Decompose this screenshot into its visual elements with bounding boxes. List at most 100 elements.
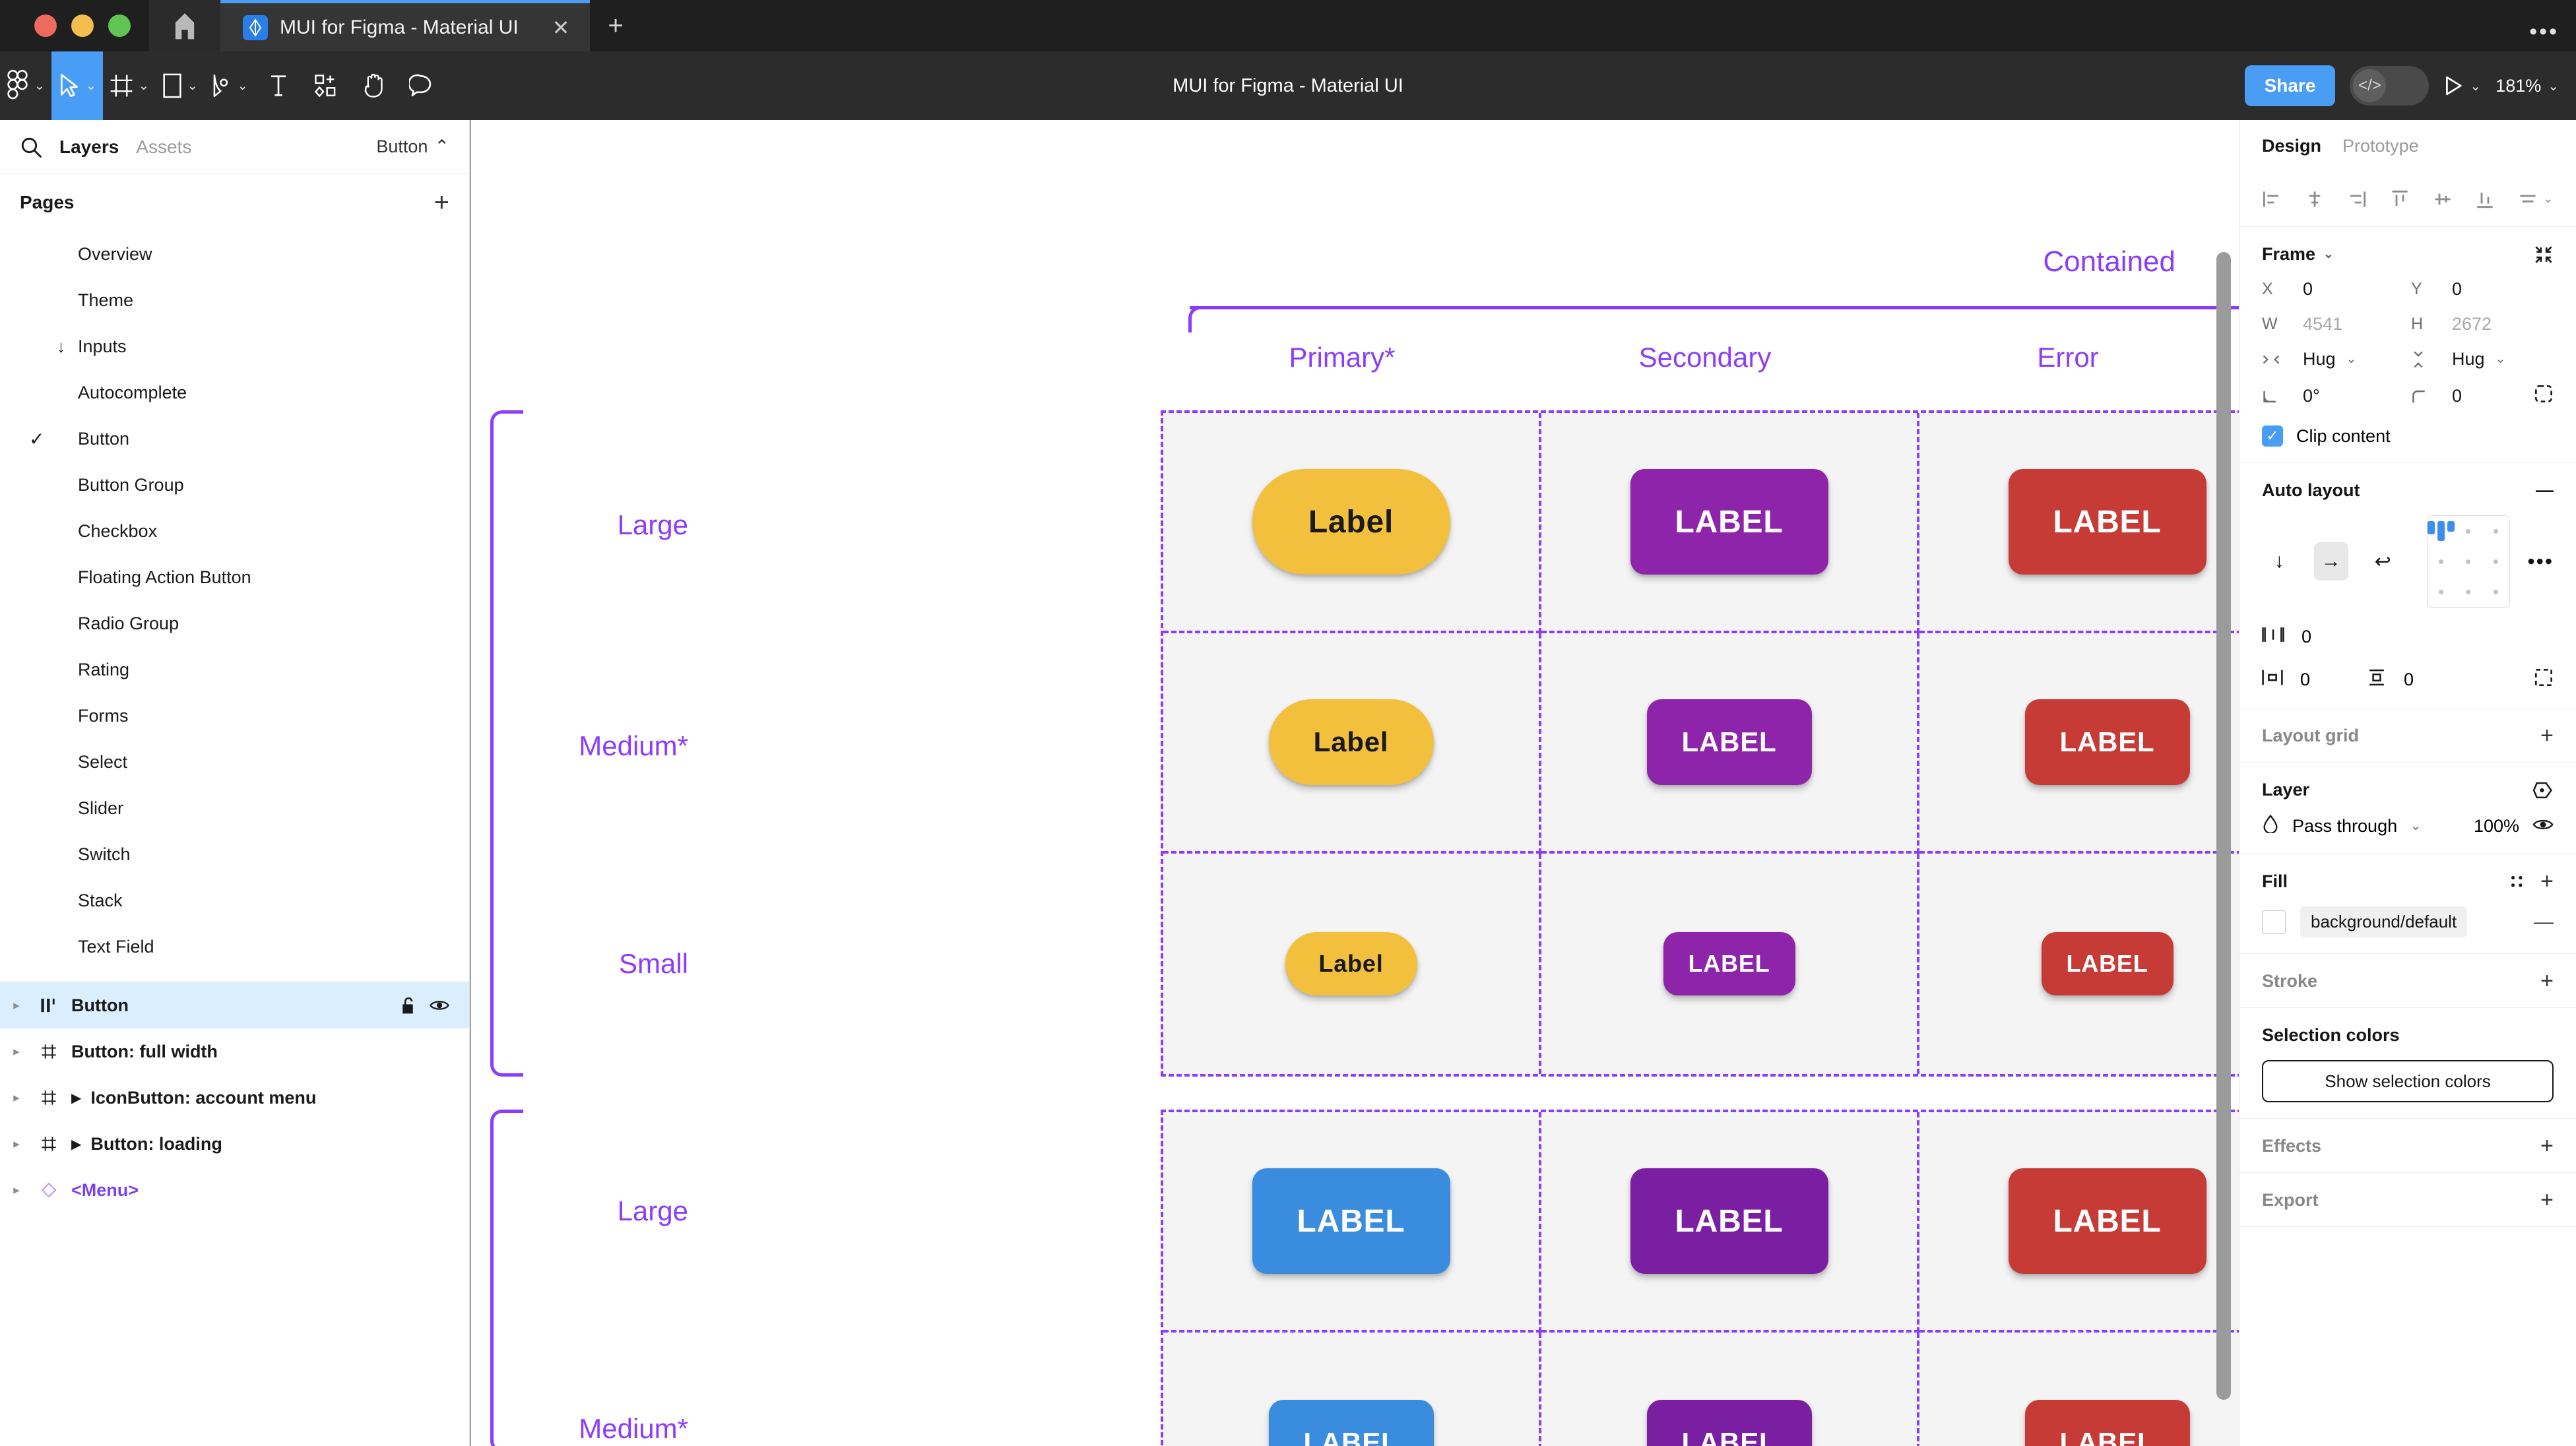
fill-color-swatch[interactable] (2262, 910, 2286, 934)
show-selection-colors-button[interactable]: Show selection colors (2262, 1060, 2554, 1102)
page-item-autocomplete[interactable]: Autocomplete (0, 369, 469, 416)
page-item-stack[interactable]: Stack (0, 877, 469, 924)
layer-row-button-full-width[interactable]: ▸ Button: full width (0, 1028, 469, 1075)
add-stroke-button[interactable]: + (2540, 968, 2554, 993)
tab-assets[interactable]: Assets (136, 136, 192, 157)
unlock-icon[interactable] (399, 996, 416, 1015)
expand-caret-icon[interactable]: ▸ (13, 998, 20, 1013)
button2-large-primary[interactable]: LABEL (1252, 1168, 1450, 1274)
clip-content-row[interactable]: ✓ Clip content (2262, 425, 2554, 447)
page-item-text-field[interactable]: Text Field (0, 924, 469, 970)
tool-pen[interactable]: ⌄ (205, 51, 255, 120)
zoom-control[interactable]: 181% ⌄ (2496, 76, 2559, 96)
align-top-icon[interactable] (2390, 189, 2410, 209)
expand-caret-icon[interactable]: ▸ (13, 1090, 20, 1105)
blend-mode-row[interactable]: Pass through ⌄ 100% (2262, 814, 2554, 838)
prop-corner-radius[interactable]: 0 (2411, 384, 2554, 408)
layer-row-button-loading[interactable]: ▸ ▶ Button: loading (0, 1121, 469, 1167)
align-right-icon[interactable] (2347, 189, 2367, 209)
share-button[interactable]: Share (2244, 65, 2336, 106)
tool-comment[interactable] (397, 51, 445, 120)
direction-horizontal-button[interactable]: → (2313, 542, 2348, 581)
tool-figma-menu[interactable]: ⌄ (0, 51, 51, 120)
tool-resources[interactable] (302, 51, 350, 120)
add-export-button[interactable]: + (2540, 1187, 2554, 1212)
align-horizontal-center-icon[interactable] (2305, 189, 2325, 209)
individual-padding-icon[interactable] (2534, 668, 2554, 692)
remove-auto-layout-button[interactable]: — (2536, 480, 2554, 500)
close-window-button[interactable] (34, 15, 57, 37)
layer-row-menu-instance[interactable]: ▸ <Menu> (0, 1167, 469, 1213)
tool-text[interactable] (255, 51, 302, 120)
search-icon[interactable] (20, 136, 42, 158)
page-item-checkbox[interactable]: Checkbox (0, 508, 469, 554)
layer-visibility-icon[interactable] (2532, 816, 2554, 836)
align-bottom-icon[interactable] (2475, 189, 2495, 209)
minimize-window-button[interactable] (71, 15, 94, 37)
direction-vertical-button[interactable]: ↓ (2274, 550, 2284, 572)
button2-large-secondary[interactable]: LABEL (1630, 1168, 1828, 1274)
tool-move[interactable]: ⌄ (51, 51, 103, 120)
fill-token-label[interactable]: background/default (2300, 906, 2468, 937)
button2-large-error[interactable]: LABEL (2008, 1168, 2206, 1274)
prop-height[interactable]: H 2672 (2411, 314, 2554, 334)
page-item-switch[interactable]: Switch (0, 831, 469, 877)
button2-medium-secondary[interactable]: LABEL (1646, 1400, 1812, 1446)
close-tab-button[interactable]: ✕ (552, 15, 570, 40)
button-medium-primary[interactable]: Label (1268, 699, 1434, 785)
page-item-button[interactable]: ✓ Button (0, 416, 469, 462)
page-selector[interactable]: Button ⌃ (376, 137, 449, 157)
maximize-window-button[interactable] (108, 15, 131, 37)
horizontal-padding-value[interactable]: 0 (2300, 670, 2311, 689)
remove-fill-button[interactable]: — (2534, 910, 2554, 933)
direction-wrap-button[interactable]: ↩ (2374, 550, 2391, 573)
add-page-button[interactable]: + (434, 188, 449, 217)
tab-prototype[interactable]: Prototype (2342, 135, 2419, 156)
prop-x[interactable]: X 0 (2262, 279, 2404, 299)
prop-hug-width[interactable]: Hug ⌄ (2262, 349, 2404, 369)
button-small-error[interactable]: LABEL (2041, 932, 2174, 995)
tool-shape[interactable]: ⌄ (156, 51, 205, 120)
page-item-select[interactable]: Select (0, 739, 469, 785)
button-small-secondary[interactable]: LABEL (1663, 932, 1795, 995)
add-effect-button[interactable]: + (2540, 1133, 2554, 1158)
prop-y[interactable]: Y 0 (2411, 279, 2554, 299)
home-button[interactable] (149, 0, 220, 51)
button-large-error[interactable]: LABEL (2008, 469, 2206, 575)
button-medium-secondary[interactable]: LABEL (1646, 699, 1812, 785)
expand-caret-icon[interactable]: ▸ (13, 1183, 20, 1197)
present-button[interactable]: ⌄ (2443, 75, 2481, 96)
page-item-forms[interactable]: Forms (0, 693, 469, 739)
browser-menu-button[interactable]: ••• (2529, 18, 2559, 44)
expand-caret-icon[interactable]: ▸ (13, 1044, 20, 1059)
align-vertical-center-icon[interactable] (2433, 189, 2453, 209)
prop-width[interactable]: W 4541 (2262, 314, 2404, 334)
auto-layout-gap-row[interactable]: 0 (2262, 626, 2554, 648)
layer-row-iconbutton-account-menu[interactable]: ▸ ▶ IconButton: account menu (0, 1075, 469, 1121)
page-item-floating-action-button[interactable]: Floating Action Button (0, 554, 469, 600)
page-item-radio-group[interactable]: Radio Group (0, 600, 469, 646)
button2-medium-error[interactable]: LABEL (2024, 1400, 2190, 1446)
page-item-overview[interactable]: Overview (0, 231, 469, 277)
clip-content-checkbox[interactable]: ✓ (2262, 425, 2283, 447)
canvas-vertical-scrollbar[interactable] (2216, 252, 2231, 1400)
layer-row-button[interactable]: ▸ Button (0, 982, 469, 1028)
button2-medium-primary[interactable]: LABEL (1268, 1400, 1434, 1446)
tab-layers[interactable]: Layers (59, 136, 119, 157)
eye-icon[interactable] (430, 998, 449, 1013)
frame-title-label[interactable]: Contained (2043, 245, 2175, 278)
collapse-frame-icon[interactable] (2534, 245, 2554, 265)
tab-design[interactable]: Design (2262, 135, 2322, 156)
dev-mode-toggle[interactable]: </> (2350, 66, 2430, 106)
chevron-down-icon[interactable]: ⌄ (2323, 247, 2334, 261)
page-item-slider[interactable]: Slider (0, 785, 469, 831)
figma-canvas[interactable]: Contained Primary* Secondary Error Warni… (470, 120, 2239, 1446)
button-large-secondary[interactable]: LABEL (1630, 469, 1828, 575)
button-medium-error[interactable]: LABEL (2024, 699, 2190, 785)
layer-settings-icon[interactable] (2532, 781, 2554, 800)
page-item-rating[interactable]: Rating (0, 646, 469, 693)
vertical-padding-value[interactable]: 0 (2404, 670, 2414, 689)
add-layout-grid-button[interactable]: + (2540, 722, 2554, 748)
align-left-icon[interactable] (2262, 189, 2282, 209)
page-item-button-group[interactable]: Button Group (0, 462, 469, 508)
